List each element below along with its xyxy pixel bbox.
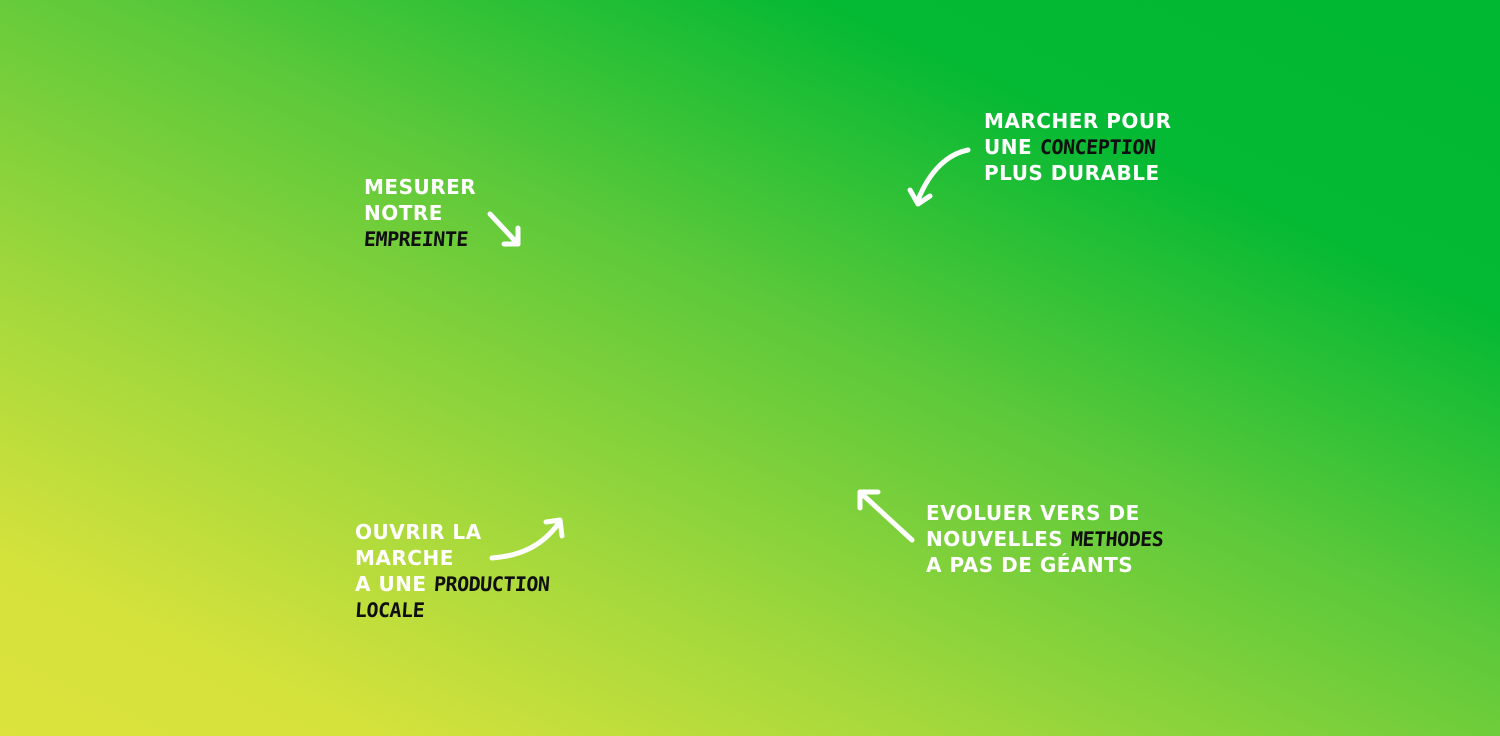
arrow-up-left-icon [857, 489, 915, 543]
ouvrir-line-2: MARCHE [355, 546, 454, 570]
marcher-line-1: MARCHER POUR [984, 109, 1172, 133]
ouvrir-block: OUVRIR LA MARCHE A UNE PRODUCTION LOCALE [354, 519, 551, 623]
evoluer-line-1: EVOLUER VERS DE [926, 501, 1140, 525]
mesurer-line-2: NOTRE [364, 201, 443, 225]
ouvrir-highlight-2: LOCALE [354, 598, 426, 622]
arrow-down-left-icon [907, 147, 971, 207]
mesurer-block: MESURER NOTRE EMPREINTE [363, 174, 477, 252]
mesurer-line-1: MESURER [364, 175, 477, 199]
ouvrir-highlight-1: PRODUCTION [433, 572, 551, 596]
evoluer-line-3: A PAS DE GÉANTS [926, 553, 1134, 577]
mesurer-highlight: EMPREINTE [363, 227, 469, 251]
marcher-highlight: CONCEPTION [1038, 135, 1156, 159]
marcher-line-3: PLUS DURABLE [984, 161, 1160, 185]
evoluer-line-2-prefix: NOUVELLES [926, 527, 1071, 551]
marcher-line-2-prefix: UNE [984, 135, 1040, 159]
ouvrir-line-3-prefix: A UNE [355, 572, 435, 596]
evoluer-block: EVOLUER VERS DE NOUVELLES METHODES A PAS… [926, 500, 1164, 578]
evoluer-highlight: METHODES [1069, 527, 1164, 551]
marcher-block: MARCHER POUR UNE CONCEPTION PLUS DURABLE [984, 108, 1172, 186]
arrow-down-right-icon [487, 211, 521, 247]
arrow-up-right-icon [489, 517, 565, 561]
ouvrir-line-1: OUVRIR LA [355, 520, 482, 544]
